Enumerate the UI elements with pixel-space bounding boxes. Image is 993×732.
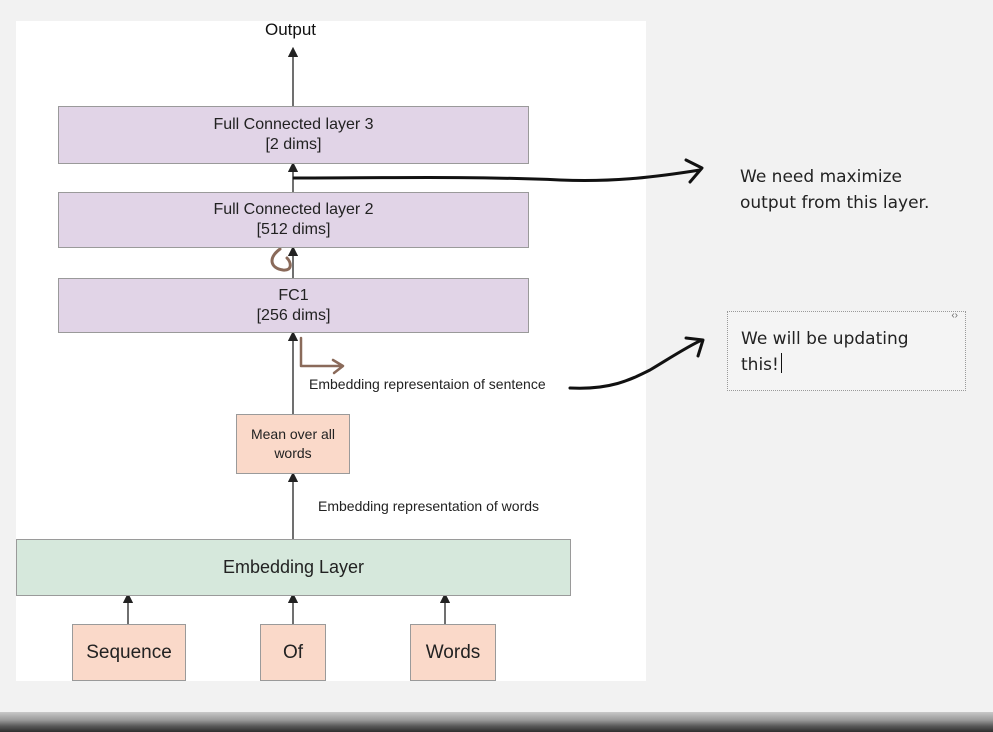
sentence-embedding-label: Embedding representaion of sentence bbox=[309, 376, 546, 392]
note-updating-content: We will be updating this! bbox=[741, 329, 909, 375]
mean-over-words-text: Mean over all words bbox=[250, 426, 336, 461]
embedding-layer-text: Embedding Layer bbox=[222, 557, 365, 577]
fc2-dims: [512 dims] bbox=[256, 221, 331, 238]
fc3-dims: [2 dims] bbox=[265, 136, 322, 153]
token-box-of: Of bbox=[260, 624, 326, 681]
taskbar bbox=[0, 712, 993, 732]
token-box-sequence: Sequence bbox=[72, 624, 186, 681]
token-text: Sequence bbox=[86, 641, 172, 663]
mean-over-words-box: Mean over all words bbox=[236, 414, 350, 474]
pen-arrow-to-note1 bbox=[292, 158, 704, 184]
text-caret bbox=[780, 353, 782, 373]
textbox-resize-handle[interactable]: ‹› bbox=[951, 310, 958, 321]
word-embedding-label: Embedding representation of words bbox=[318, 498, 540, 514]
fc3-title: Full Connected layer 3 bbox=[213, 116, 374, 133]
pen-hook-sentence bbox=[299, 336, 345, 375]
note-updating-text[interactable]: We will be updating this! bbox=[741, 326, 941, 378]
fc2-layer-box: Full Connected layer 2 [512 dims] bbox=[58, 192, 529, 248]
fc1-title: FC1 bbox=[278, 286, 309, 304]
fc3-layer-box: Full Connected layer 3 [2 dims] bbox=[58, 106, 529, 164]
note-textbox-updating[interactable]: ‹› We will be updating this! bbox=[727, 310, 966, 391]
output-label: Output bbox=[265, 20, 317, 39]
embedding-layer-box: Embedding Layer bbox=[16, 539, 571, 596]
fc1-layer-box: FC1 [256 dims] bbox=[58, 278, 529, 333]
token-text: Of bbox=[282, 641, 304, 663]
pen-curl-fc1-fc2 bbox=[270, 247, 292, 272]
token-text: Words bbox=[425, 641, 481, 663]
fc1-dims: [256 dims] bbox=[256, 306, 331, 324]
fc2-title: Full Connected layer 2 bbox=[213, 201, 374, 218]
note-maximize-output: We need maximize output from this layer. bbox=[740, 167, 930, 213]
token-box-words: Words bbox=[410, 624, 496, 681]
pen-arrow-to-note2 bbox=[568, 336, 705, 390]
